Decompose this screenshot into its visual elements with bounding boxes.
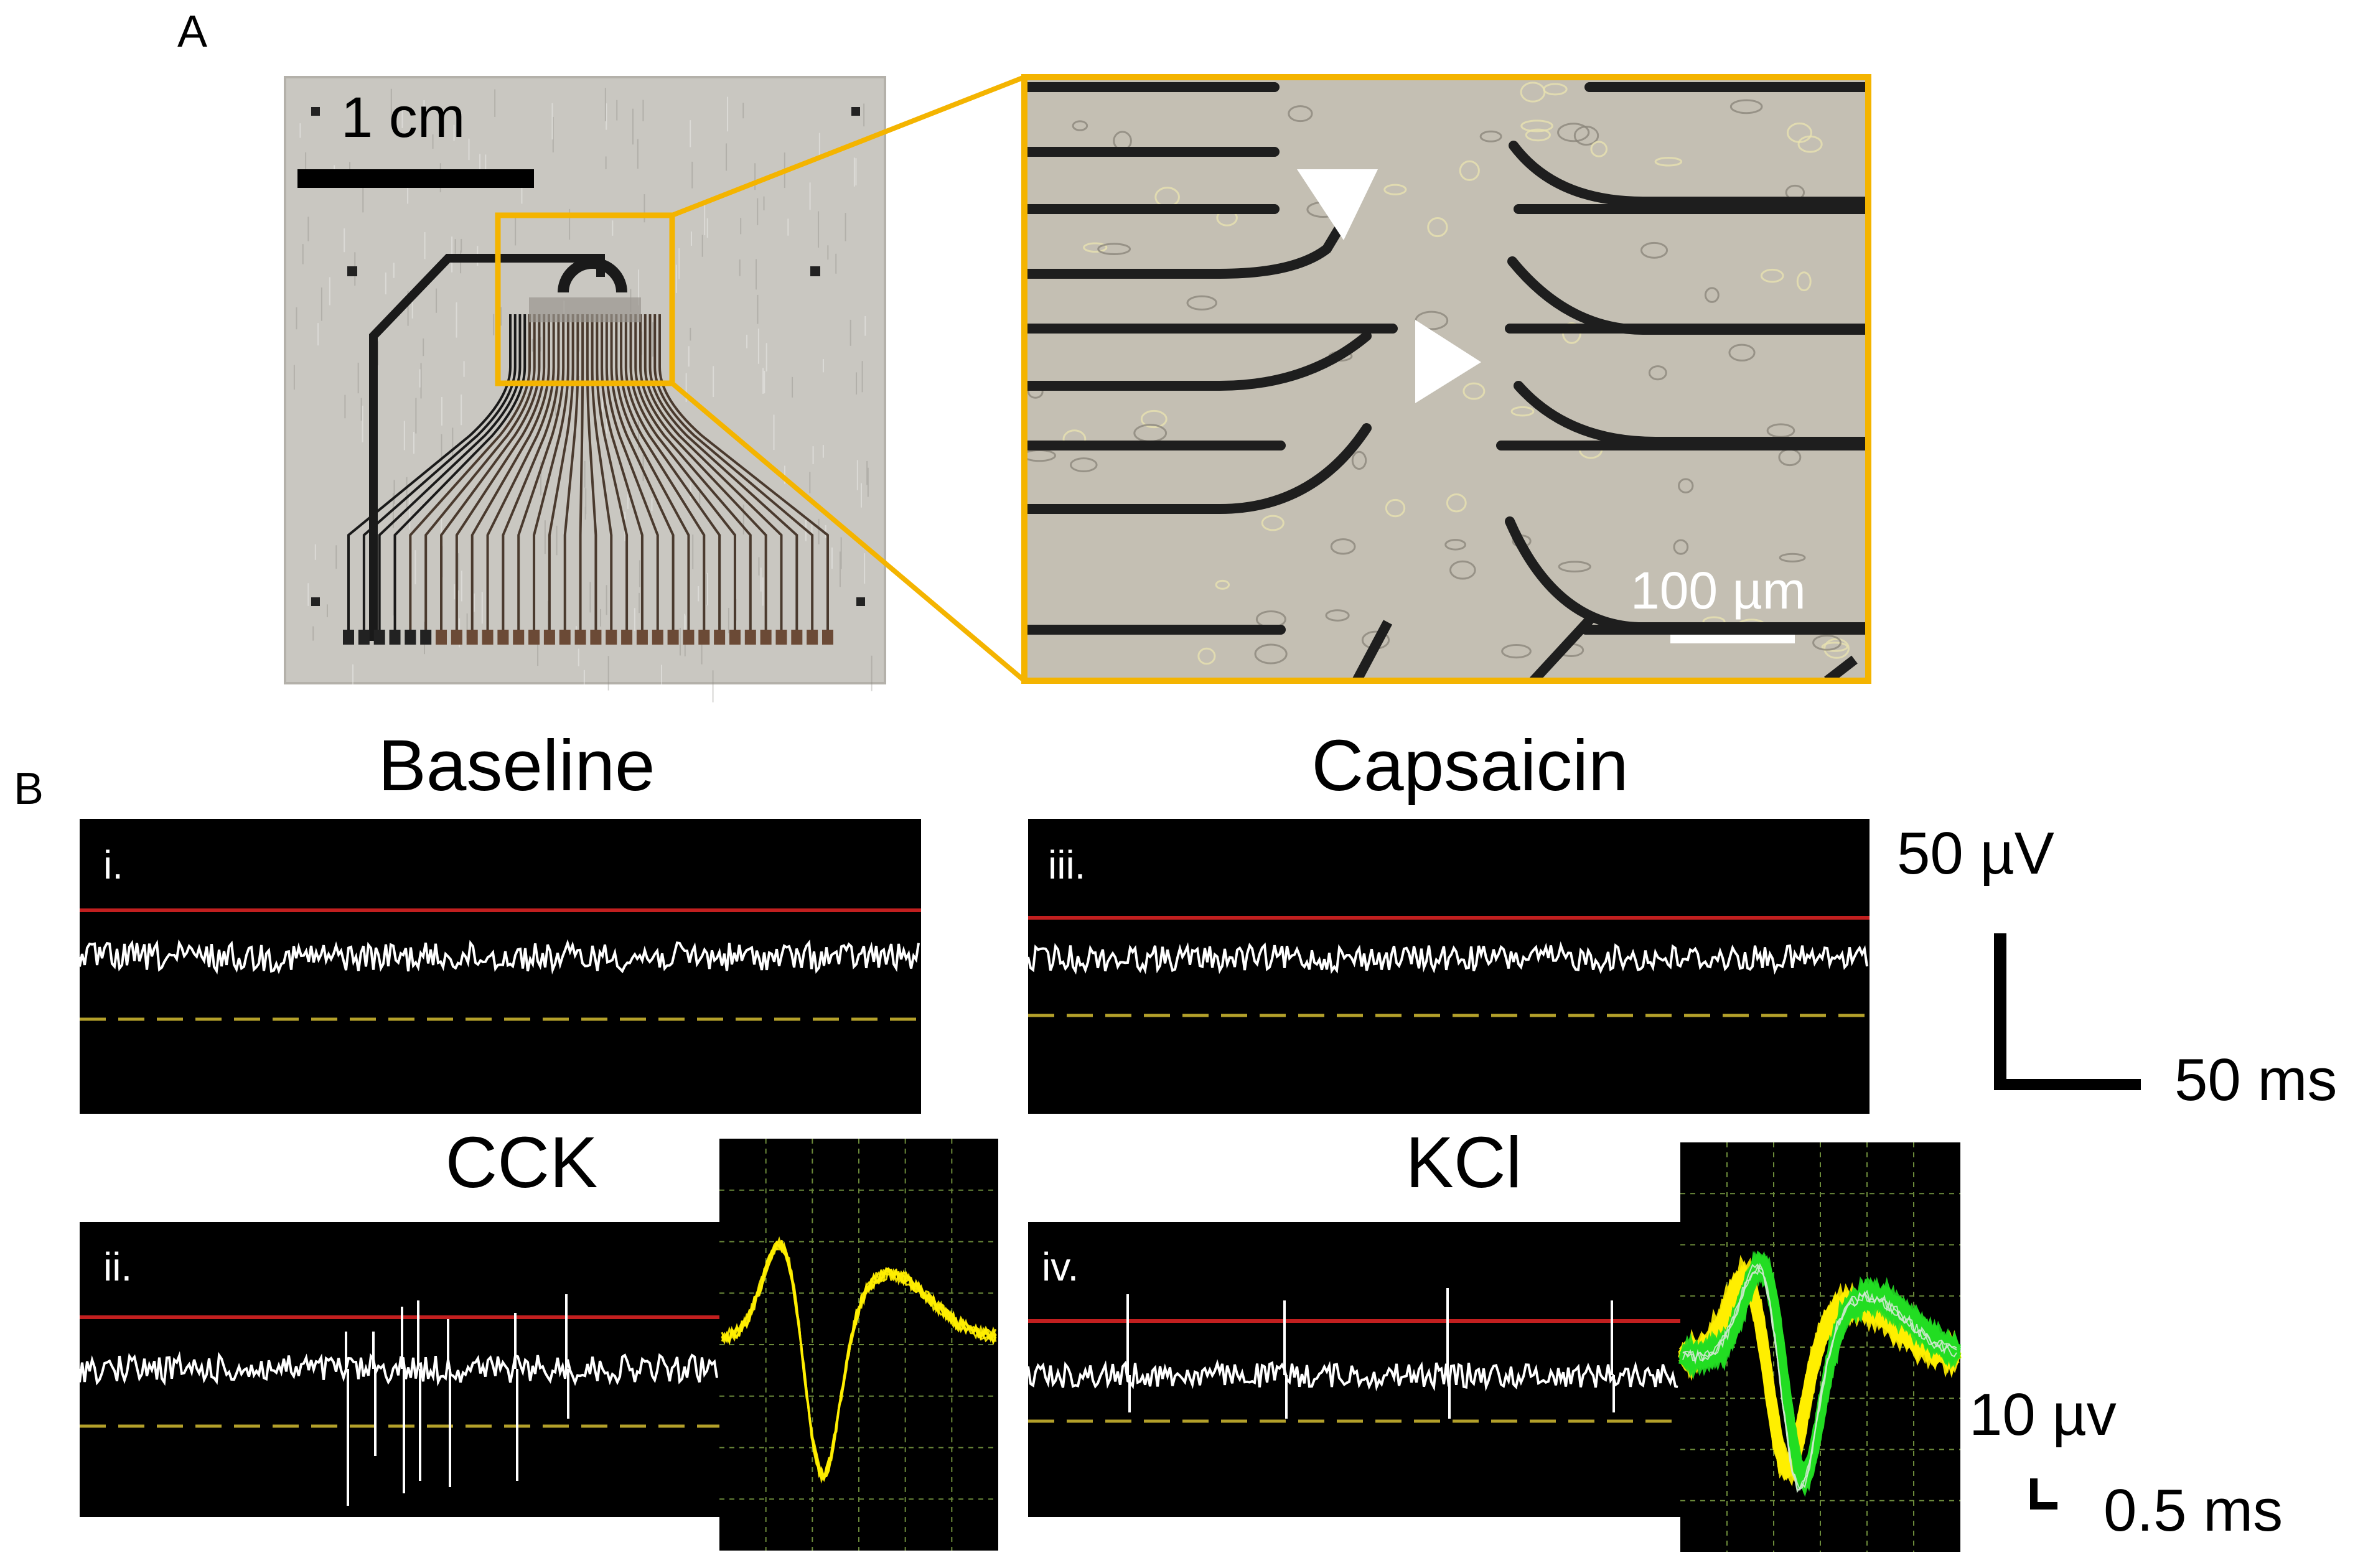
spike-scale-voltage-label: 10 µv <box>1969 1381 2117 1448</box>
micrograph-scale-bar <box>1670 635 1795 643</box>
chip-photo <box>284 76 886 705</box>
condition-title: CCK <box>446 1122 598 1203</box>
micrograph-scale-label: 100 µm <box>1631 561 1806 620</box>
trace-panel-capsaicin <box>1027 819 1870 1114</box>
trace-scale-bar <box>1994 933 2141 1090</box>
trace-panel-kcl <box>1027 1222 1680 1517</box>
trace-index: ii. <box>103 1244 132 1289</box>
scale-voltage-label: 50 µV <box>1897 820 2054 887</box>
condition-title: KCl <box>1406 1122 1522 1203</box>
trace-index: iii. <box>1048 842 1085 887</box>
condition-title: Baseline <box>378 725 655 806</box>
chip-scale-bar <box>297 169 534 188</box>
trace-index: iv. <box>1042 1244 1079 1289</box>
arrowhead-marker <box>1297 169 1378 240</box>
zoom-connector-top <box>671 75 1026 218</box>
zoom-connector-bottom <box>670 381 1026 683</box>
panel-b-label: B <box>14 764 44 814</box>
panel-a-label: A <box>177 7 207 57</box>
spike-scale-time-label: 0.5 ms <box>2104 1477 2283 1544</box>
scale-time-label: 50 ms <box>2174 1047 2337 1113</box>
trace-panel-baseline <box>78 819 921 1114</box>
arrowhead-marker <box>1415 320 1481 403</box>
zoom-region-box <box>495 212 675 386</box>
spike-scale-bar <box>2030 1478 2057 1510</box>
chip-scale-label: 1 cm <box>341 86 465 149</box>
micrograph <box>1021 74 1871 684</box>
trace-index: i. <box>103 842 123 887</box>
condition-title: Capsaicin <box>1311 725 1628 806</box>
spike-waveform-inset-cck <box>719 1139 998 1551</box>
spike-waveform-inset-kcl <box>1678 1142 1962 1552</box>
trace-panel-cck <box>78 1222 719 1517</box>
